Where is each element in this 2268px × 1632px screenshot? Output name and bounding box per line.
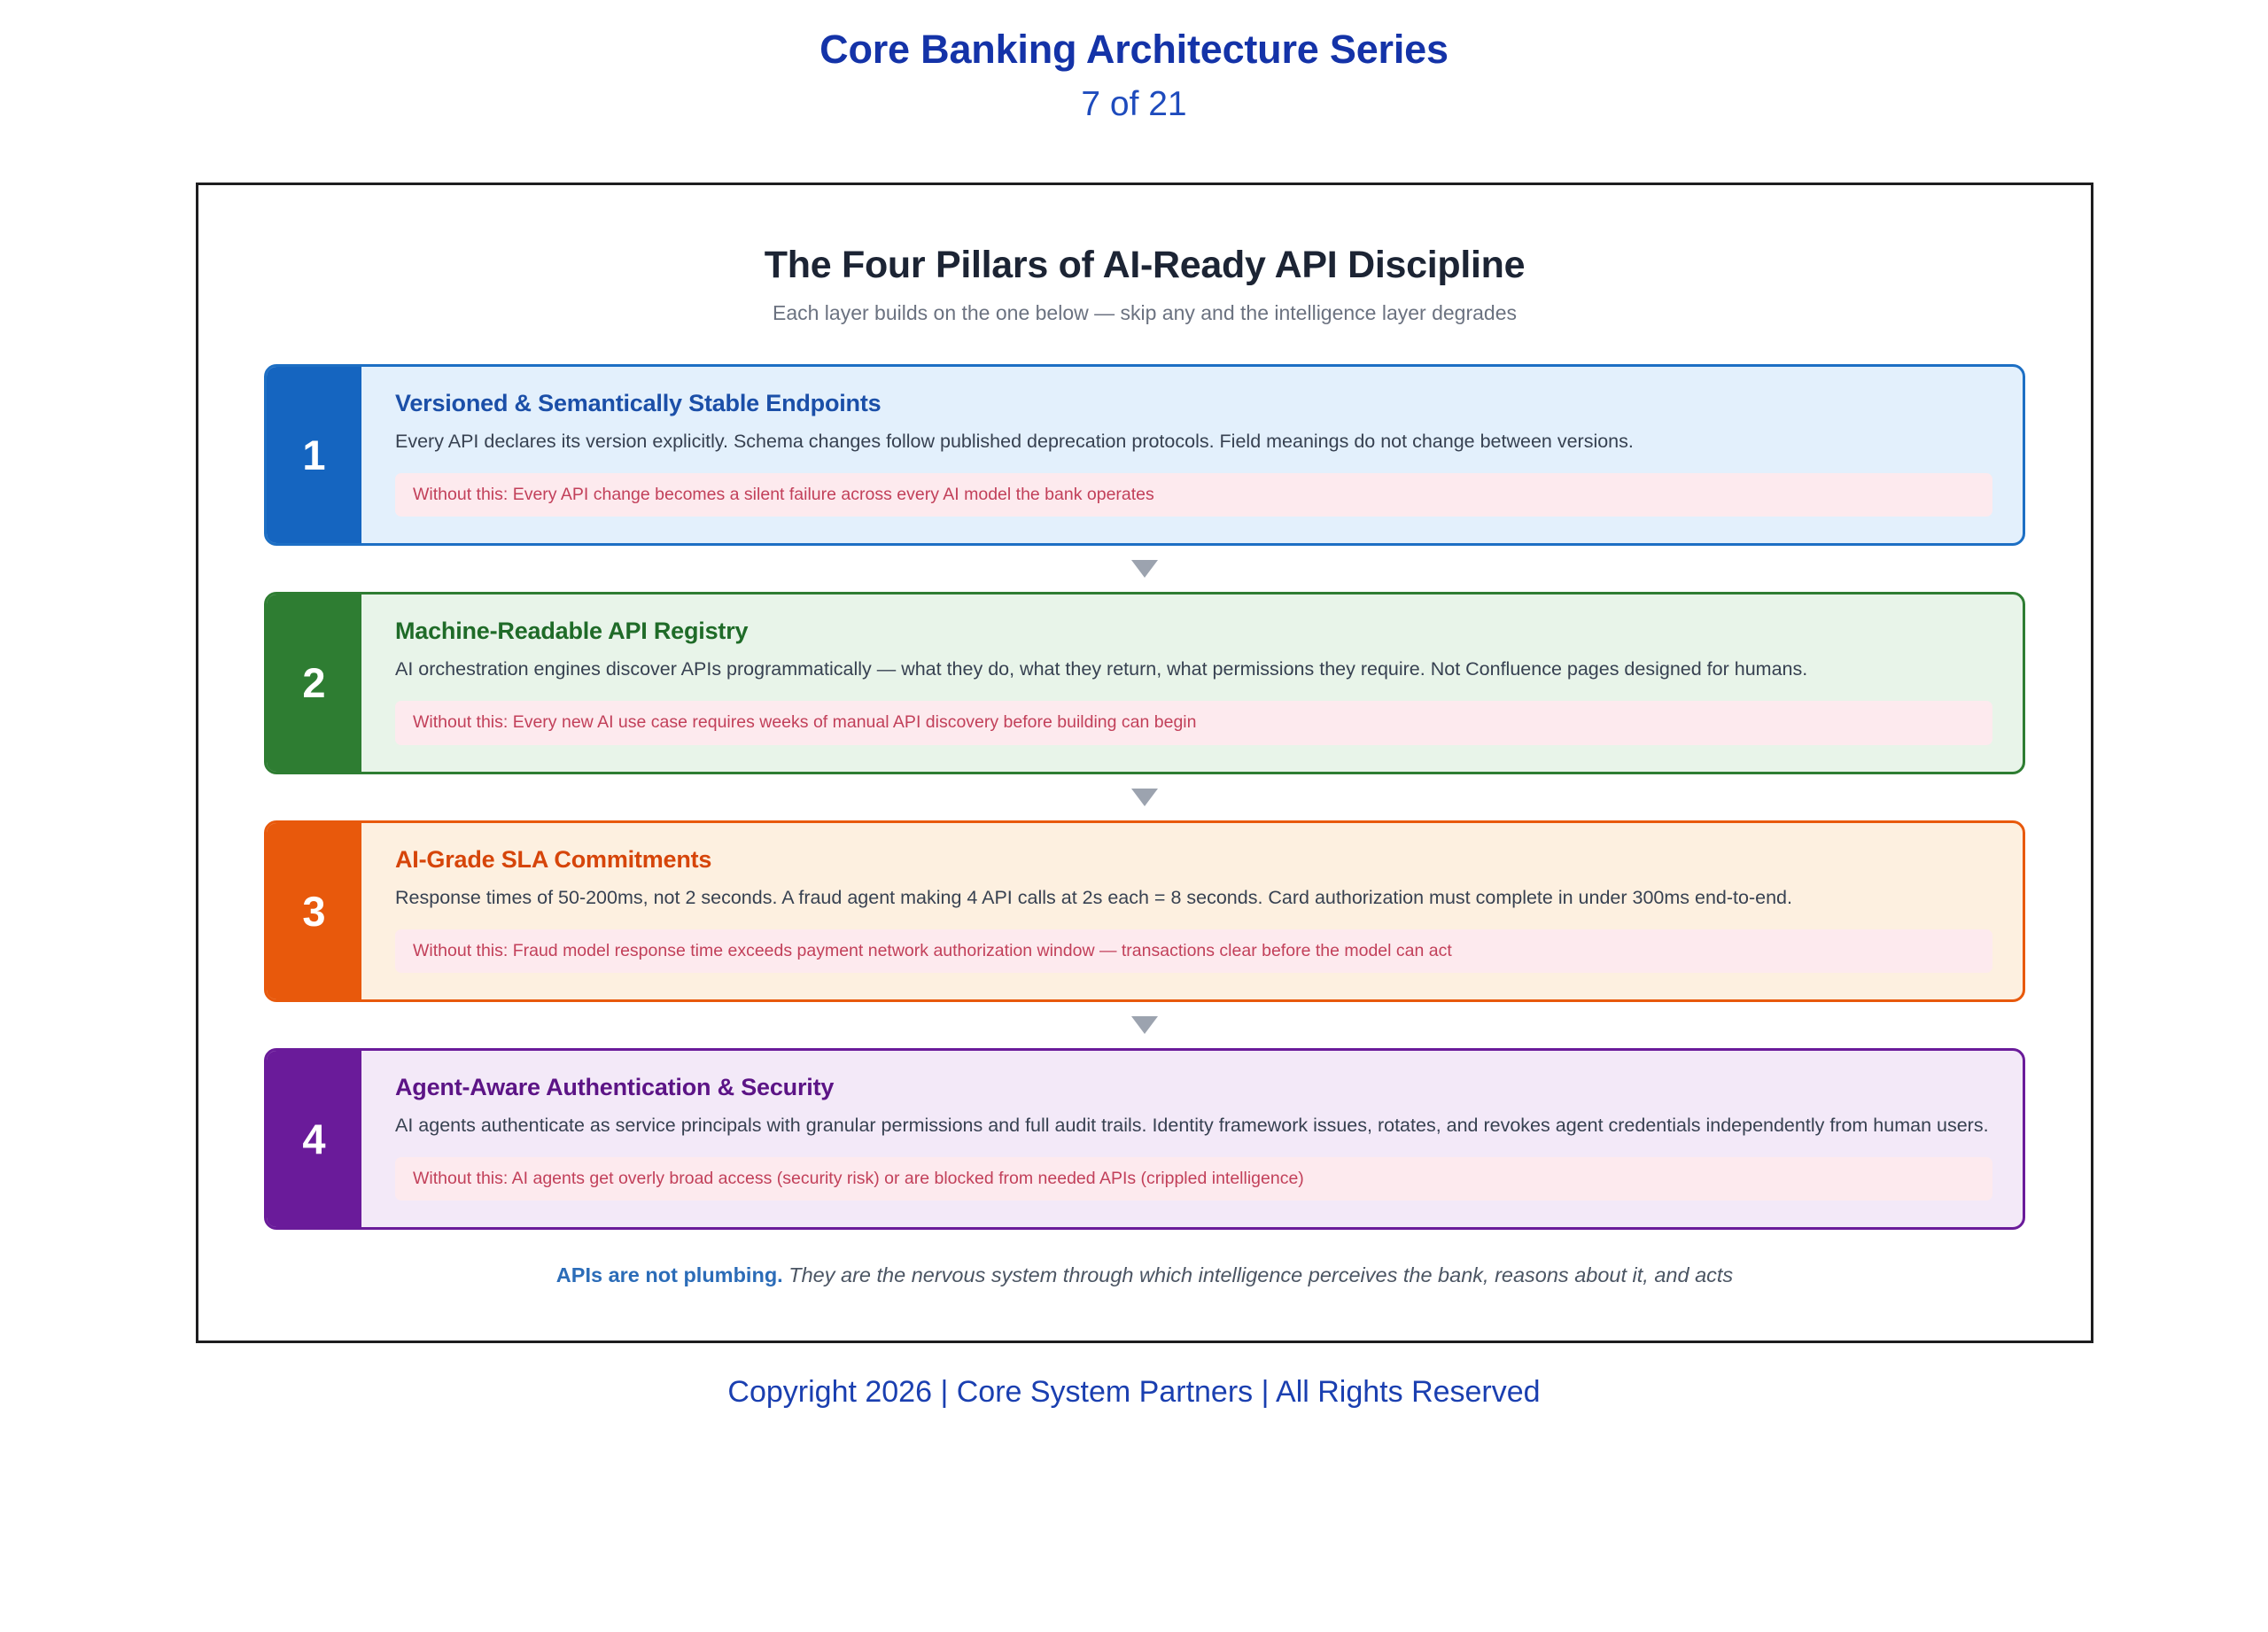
pillar-heading-1: Versioned & Semantically Stable Endpoint… [395,390,882,416]
connector-1-2 [264,546,2025,592]
footer-lead-text: APIs are not plumbing. [555,1263,783,1287]
connector-2-3 [264,774,2025,820]
pillar-number-badge-2: 2 [267,595,361,772]
pillar-card-1[interactable]: 1 Versioned & Semantically Stable Endpoi… [264,364,2025,547]
pillar-description-2: AI orchestration engines discover APIs p… [395,658,1808,680]
pillar-body-4: Agent-Aware Authentication & Security AI… [361,1051,2023,1227]
footer-rest-text: They are the nervous system through whic… [782,1263,1734,1287]
pillar-card-3[interactable]: 3 AI-Grade SLA Commitments Response time… [264,820,2025,1002]
slide-footer-quote: APIs are not plumbing. They are the nerv… [264,1262,2025,1289]
pillar-heading-2: Machine-Readable API Registry [395,618,749,645]
slide-card: The Four Pillars of AI-Ready API Discipl… [196,183,2093,1343]
pillar-card-2[interactable]: 2 Machine-Readable API Registry AI orche… [264,592,2025,774]
slide-content: The Four Pillars of AI-Ready API Discipl… [198,185,2091,1289]
pillar-number-badge-3: 3 [267,822,361,999]
pillar-body-1: Versioned & Semantically Stable Endpoint… [361,367,2023,543]
pillar-body-3: AI-Grade SLA Commitments Response times … [361,823,2023,999]
pillar-description-3: Response times of 50-200ms, not 2 second… [395,886,1792,908]
page-title: The Four Pillars of AI-Ready API Discipl… [764,244,1526,286]
deck-header: Core Banking Architecture Series 7 of 21 [0,0,2268,125]
pillar-warning-2: Without this: Every new AI use case requ… [395,701,1992,745]
copyright-notice: Copyright 2026 | Core System Partners | … [727,1375,1541,1409]
pillar-description-1: Every API declares its version explicitl… [395,431,1634,452]
triangle-down-icon [1131,1015,1158,1034]
deck-title: Core Banking Architecture Series [819,27,1449,72]
triangle-down-icon [1131,560,1158,579]
pillar-card-4[interactable]: 4 Agent-Aware Authentication & Security … [264,1047,2025,1231]
pillar-number-badge-1: 1 [267,367,361,544]
pillar-list: 1 Versioned & Semantically Stable Endpoi… [264,364,2025,1231]
triangle-down-icon [1131,788,1158,806]
pillar-warning-1: Without this: Every API change becomes a… [395,472,1992,517]
pillar-heading-3: AI-Grade SLA Commitments [395,845,712,873]
pillar-warning-4: Without this: AI agents get overly broad… [395,1156,1992,1201]
pillar-warning-3: Without this: Fraud model response time … [395,929,1992,973]
slide-counter: 7 of 21 [1081,84,1187,123]
pillar-description-4: AI agents authenticate as service princi… [395,1114,1989,1136]
pillar-number-badge-4: 4 [267,1050,361,1228]
page-subtitle: Each layer builds on the one below — ski… [772,301,1518,324]
pillar-body-2: Machine-Readable API Registry AI orchest… [361,595,2023,771]
connector-3-4 [264,1002,2025,1048]
pillar-heading-4: Agent-Aware Authentication & Security [395,1073,835,1100]
